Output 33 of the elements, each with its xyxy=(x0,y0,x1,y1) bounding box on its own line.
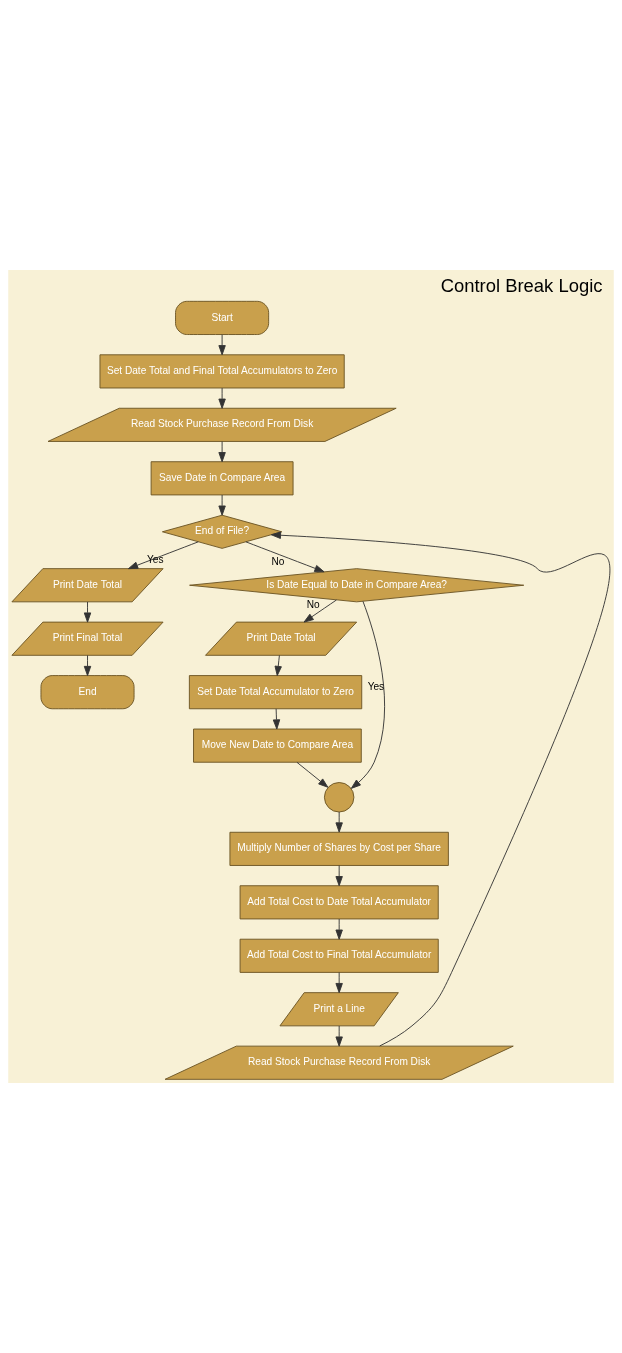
arrow xyxy=(218,387,226,409)
node-box: Add Total Cost to Date Total Accumulator xyxy=(239,885,439,920)
node-box: Multiply Number of Shares by Cost per Share xyxy=(229,831,449,866)
arrow xyxy=(83,601,92,623)
node-box: Save Date in Compare Area xyxy=(150,461,294,496)
arrow xyxy=(335,865,343,887)
node-circle xyxy=(323,782,355,813)
arrow xyxy=(245,541,325,573)
node-box: Set Date Total and Final Total Accumulators to Zero xyxy=(99,354,345,389)
arrow xyxy=(218,494,226,516)
arrow xyxy=(350,600,386,789)
node-box: Add Total Cost to Final Total Accumulator xyxy=(239,938,439,973)
arrow xyxy=(296,761,329,788)
edge-label: No xyxy=(271,555,285,567)
arrow xyxy=(270,531,610,1047)
edge-label: Yes xyxy=(146,554,164,566)
arrow xyxy=(335,811,343,833)
arrow xyxy=(335,972,343,994)
arrow xyxy=(218,441,226,463)
arrow xyxy=(335,1025,343,1047)
arrow xyxy=(83,654,92,677)
node-box: Move New Date to Compare Area xyxy=(193,728,362,763)
arrow xyxy=(272,708,281,730)
arrow xyxy=(218,334,226,356)
arrow xyxy=(274,654,282,677)
arrow xyxy=(303,599,337,623)
diagram-title: Control Break Logic xyxy=(440,275,603,297)
node-box: Set Date Total Accumulator to Zero xyxy=(188,675,363,710)
arrow xyxy=(128,541,199,570)
node-box: Start xyxy=(175,300,270,335)
edge-label: Yes xyxy=(367,681,385,693)
node-box: End xyxy=(40,675,135,710)
arrow xyxy=(335,918,343,940)
